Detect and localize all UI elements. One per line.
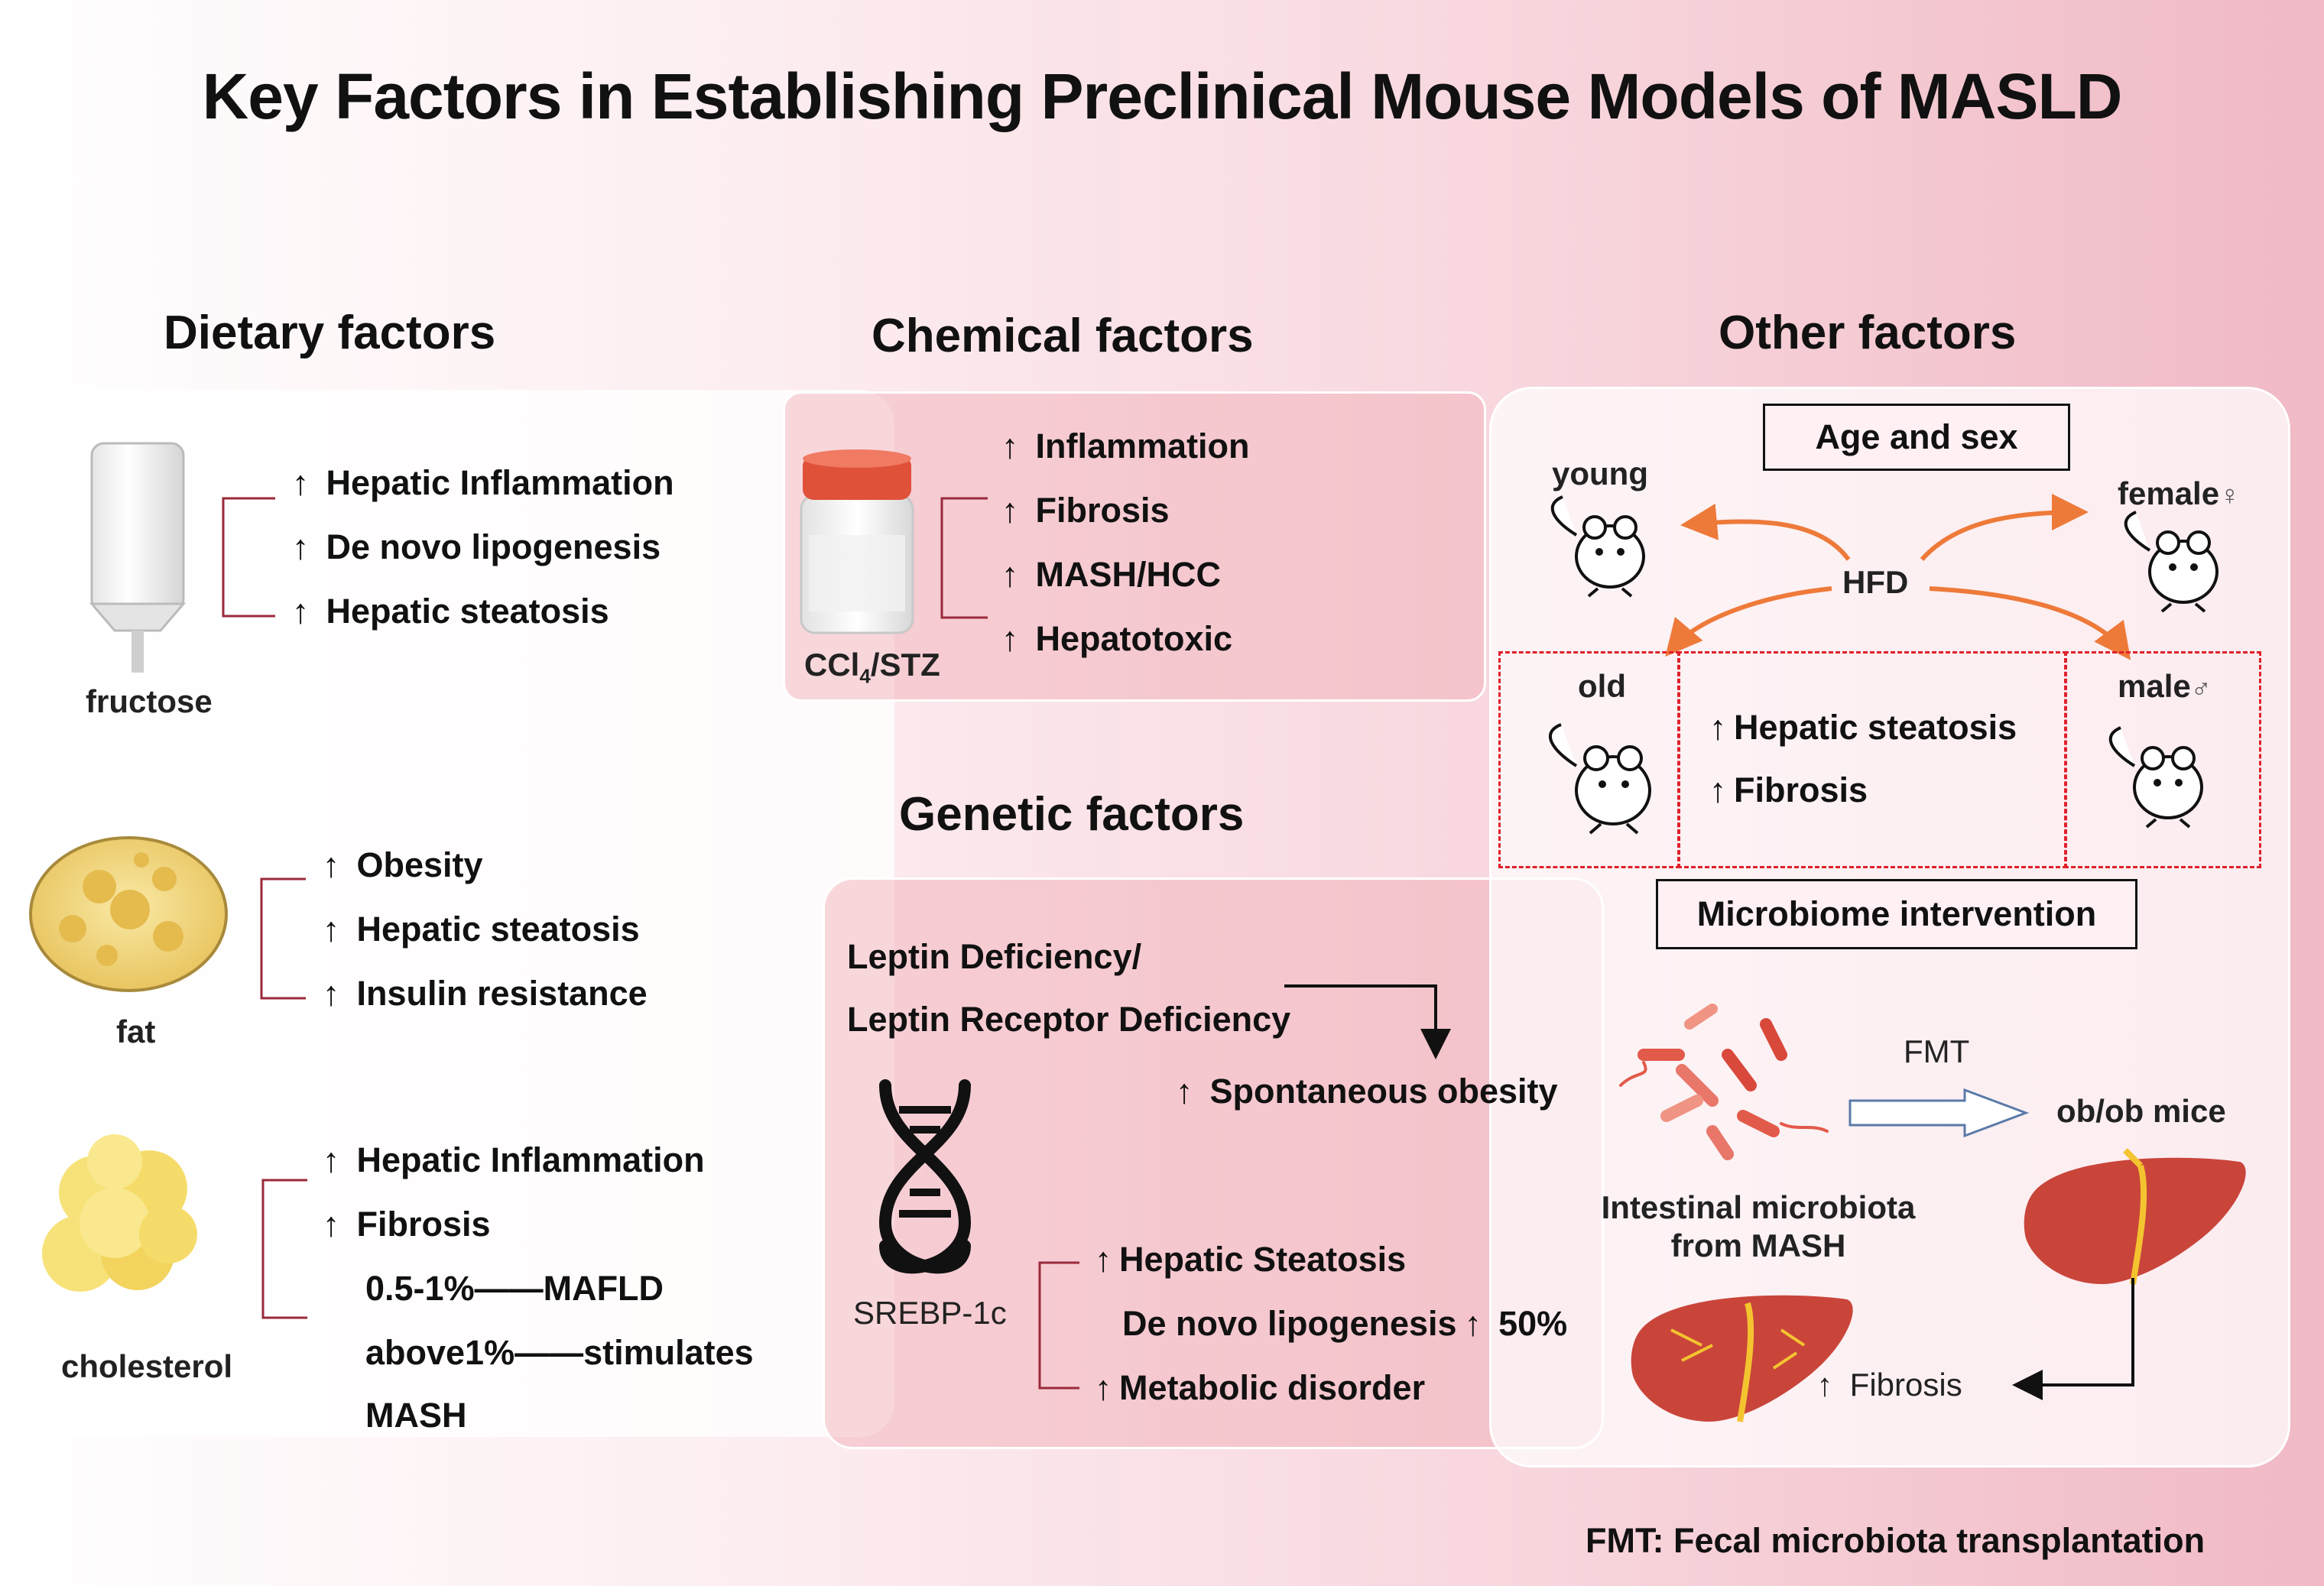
fat-bracket: [260, 877, 306, 1000]
microbiome-intervention-box: Microbiome intervention: [1656, 879, 2137, 949]
old-mouse-icon: [1549, 723, 1651, 835]
female-mouse-icon: [2124, 511, 2219, 613]
footnote: FMT: Fecal microbiota transplantation: [1586, 1521, 2206, 1560]
fructose-bottle-icon: [89, 442, 187, 673]
leptin-receptor-label: Leptin Receptor Deficiency: [847, 1000, 1291, 1039]
srebp-bracket: [1038, 1261, 1079, 1390]
age-sex-effect-2: ↑Fibrosis: [1709, 770, 1868, 809]
fmt-fibrosis-label: ↑ Fibrosis: [1816, 1367, 1962, 1403]
male-symbol-icon: ♂: [2190, 672, 2212, 703]
female-label: female♀: [2118, 475, 2241, 511]
effects-dashed-box: [1677, 651, 2067, 868]
cholesterol-label: cholesterol: [61, 1348, 233, 1384]
dietary-factors-heading: Dietary factors: [164, 306, 496, 359]
old-label: old: [1578, 668, 1626, 704]
srebp-label: SREBP-1c: [853, 1295, 1007, 1331]
microbiota-label-1: Intestinal microbiota: [1601, 1189, 1916, 1225]
fmt-arrow: [1848, 1088, 2030, 1138]
chemical-effect-2: ↑ Fibrosis: [1001, 491, 1170, 530]
chemical-bracket: [940, 497, 988, 619]
obob-mice-label: ob/ob mice: [2056, 1093, 2226, 1129]
fructose-effect-3: ↑ Hepatic steatosis: [291, 592, 609, 631]
male-dashed-box: [2064, 651, 2261, 868]
cholesterol-note-2: above1%——stimulates: [365, 1333, 754, 1372]
leptin-arrow: [1284, 984, 1451, 1059]
young-label: young: [1552, 456, 1648, 491]
dna-icon: [878, 1079, 972, 1274]
fat-label: fat: [116, 1014, 156, 1049]
hfd-label: HFD: [1842, 564, 1909, 600]
liver-icon: [2024, 1148, 2246, 1285]
hfd-arrows: [1665, 494, 2131, 660]
cholesterol-effect-1: ↑ Hepatic Inflammation: [322, 1140, 705, 1179]
srebp-effect-2: De novo lipogenesis↑ 50%: [1122, 1304, 1568, 1343]
male-mouse-icon: [2108, 726, 2203, 829]
srebp-effect-3: ↑Metabolic disorder: [1094, 1368, 1426, 1407]
male-label: male♂: [2118, 668, 2212, 704]
spontaneous-obesity-label: ↑ Spontaneous obesity: [1175, 1072, 1558, 1111]
bacteria-icon: [1619, 1004, 1829, 1160]
chemical-factors-heading: Chemical factors: [872, 310, 1254, 362]
ccl4-stz-label: CCl4/STZ: [804, 647, 940, 688]
age-and-sex-box: Age and sex: [1763, 404, 2070, 471]
fructose-effect-2: ↑ De novo lipogenesis: [291, 527, 661, 566]
fibrosis-return-arrow: [2012, 1278, 2134, 1400]
cholesterol-icon: [42, 1134, 197, 1292]
chemical-effect-3: ↑ MASH/HCC: [1001, 555, 1222, 594]
chemical-effect-1: ↑ Inflammation: [1001, 427, 1250, 465]
fmt-label: FMT: [1904, 1033, 1970, 1069]
female-symbol-icon: ♀: [2219, 479, 2241, 511]
leptin-deficiency-label: Leptin Deficiency/: [847, 937, 1142, 976]
cholesterol-note-1: 0.5-1%——MAFLD: [365, 1269, 664, 1308]
fibrotic-liver-icon: [1631, 1295, 1853, 1422]
chemical-jar-icon: [800, 449, 914, 634]
fat-effect-1: ↑ Obesity: [322, 845, 483, 884]
fat-effect-3: ↑ Insulin resistance: [322, 974, 648, 1013]
age-sex-effect-1: ↑Hepatic steatosis: [1709, 708, 2017, 747]
cholesterol-bracket: [261, 1179, 307, 1319]
srebp-effect-1: ↑Hepatic Steatosis: [1094, 1240, 1407, 1279]
fat-icon: [29, 836, 228, 992]
fructose-bracket: [222, 497, 275, 618]
young-mouse-icon: [1550, 495, 1645, 598]
fat-effect-2: ↑ Hepatic steatosis: [322, 910, 640, 949]
cholesterol-note-3: MASH: [365, 1396, 467, 1435]
page-title: Key Factors in Establishing Preclinical …: [202, 60, 2123, 132]
fructose-effect-1: ↑ Hepatic Inflammation: [291, 463, 674, 502]
other-factors-heading: Other factors: [1719, 306, 2017, 359]
chemical-effect-4: ↑ Hepatotoxic: [1001, 619, 1233, 658]
fructose-label: fructose: [86, 683, 213, 719]
cholesterol-effect-2: ↑ Fibrosis: [322, 1205, 491, 1244]
genetic-factors-heading: Genetic factors: [899, 788, 1245, 841]
microbiota-label-2: from MASH: [1670, 1228, 1846, 1263]
